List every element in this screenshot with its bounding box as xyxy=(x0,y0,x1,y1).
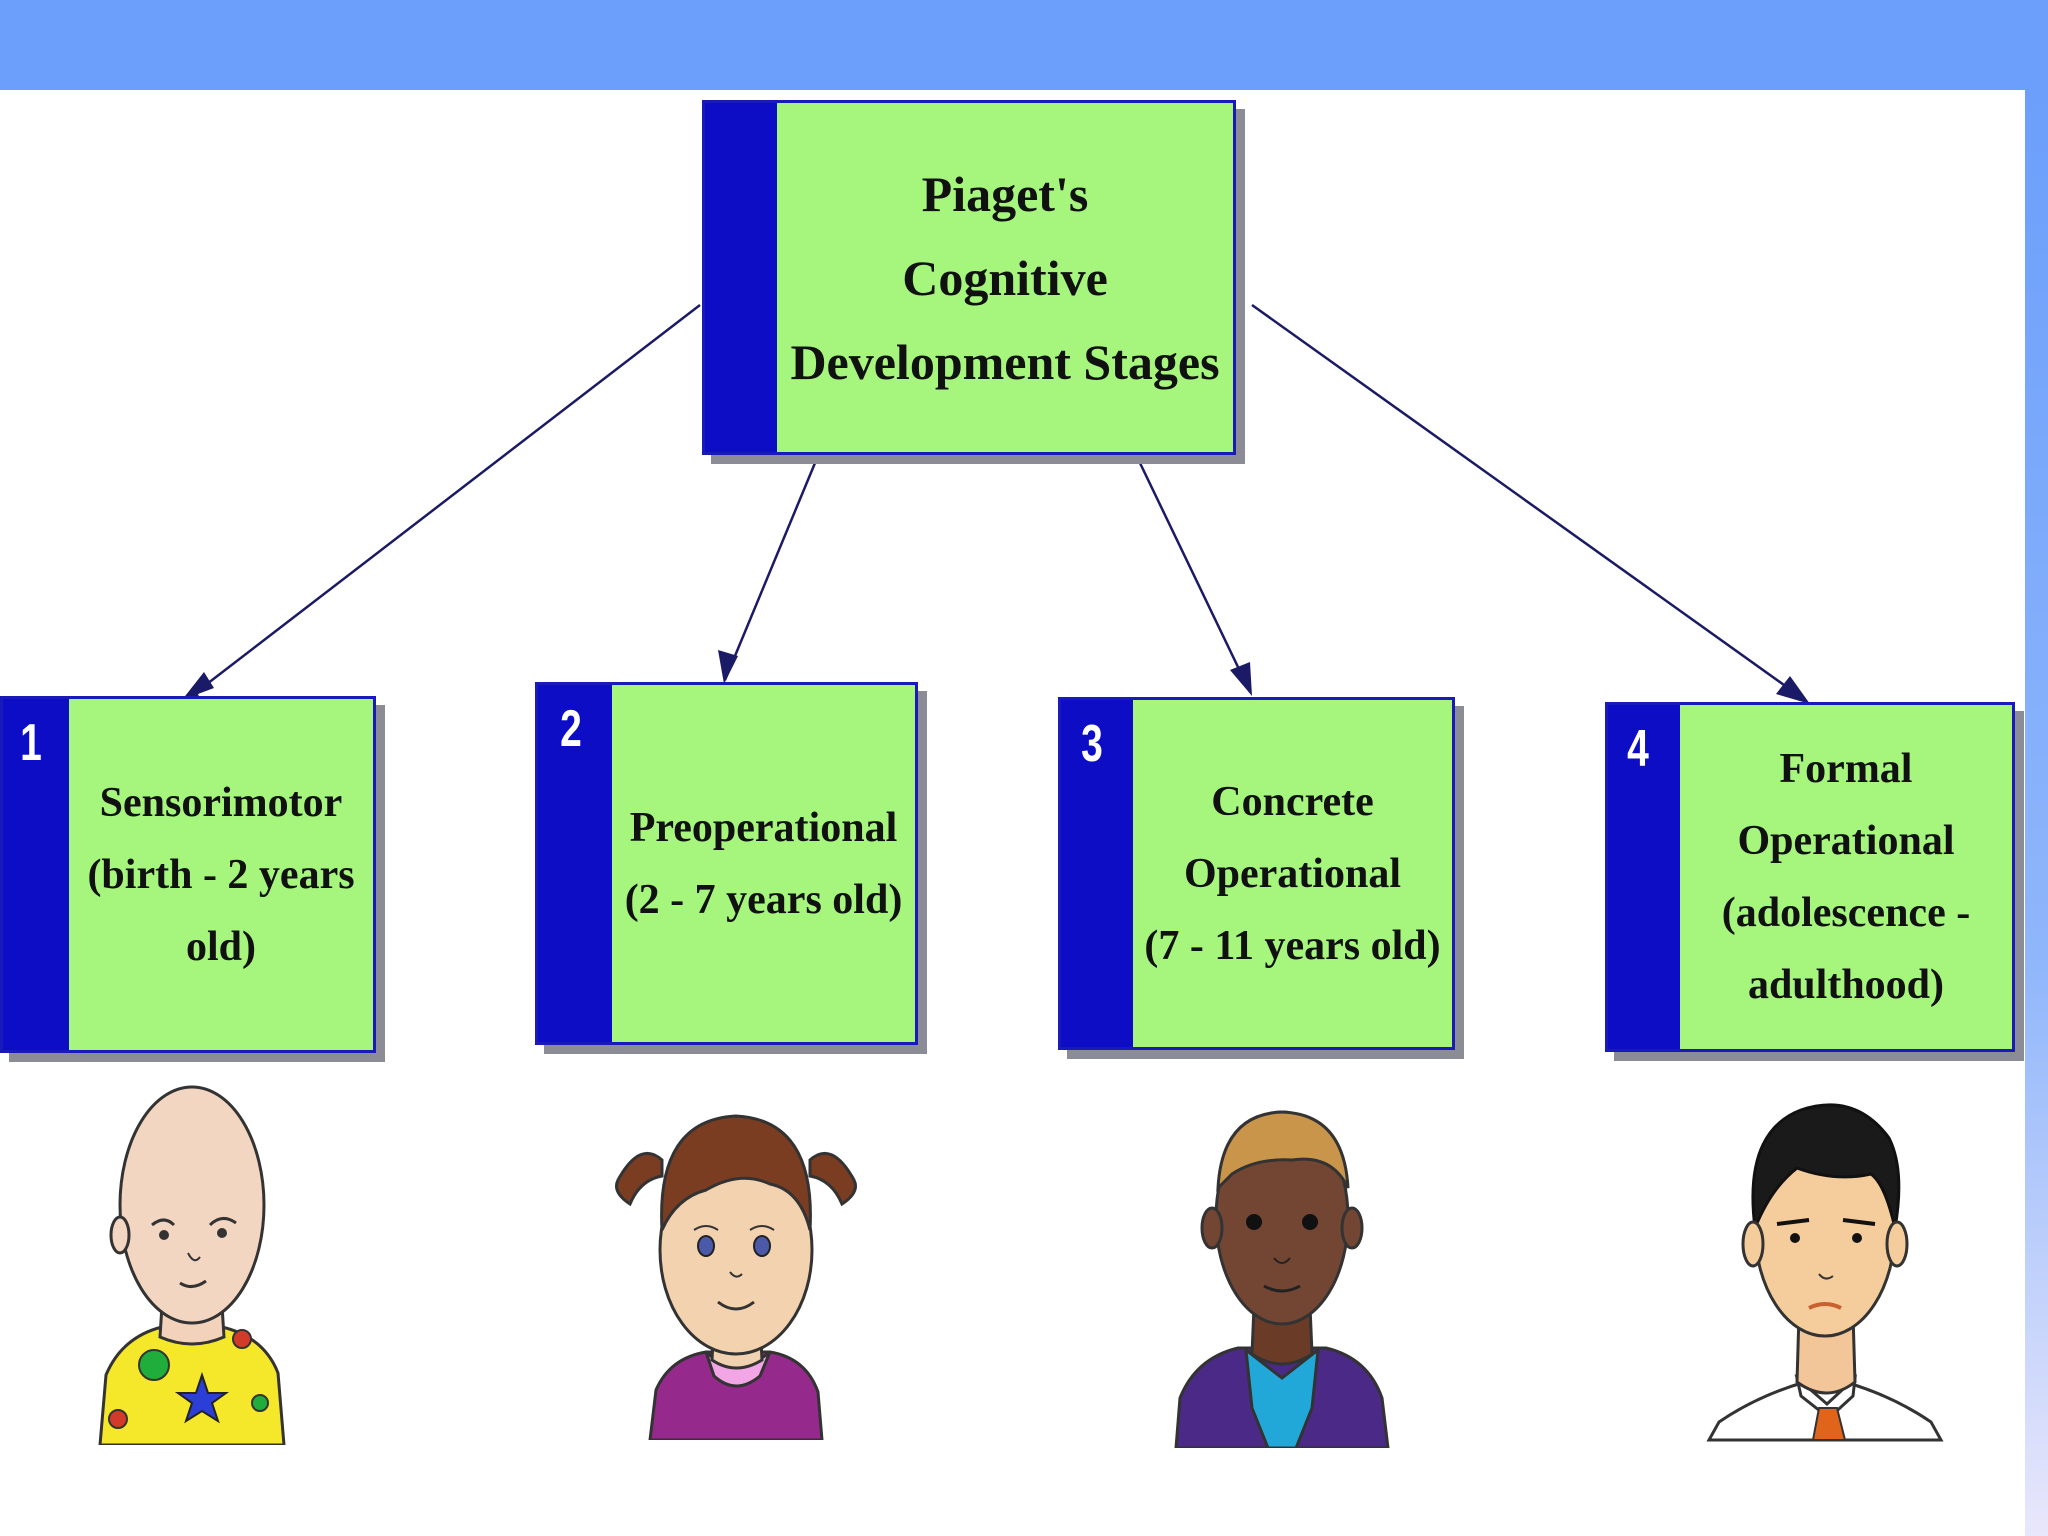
arrowhead-stage-1 xyxy=(182,672,214,700)
stage-number: 2 xyxy=(560,700,582,758)
stage-label-line: adulthood) xyxy=(1747,962,1945,1008)
stage-label-line: (2 - 7 years old) xyxy=(624,876,903,923)
stage-number: 3 xyxy=(1081,715,1103,773)
arrowhead-stage-2 xyxy=(718,650,738,684)
stage-label-line: Formal Operational xyxy=(1737,746,1955,864)
stage-accent-bar xyxy=(3,699,69,1050)
boy-illustration xyxy=(1174,1110,1390,1448)
stage-label: Preoperational (2 - 7 years old) xyxy=(612,685,915,1042)
right-edge-band xyxy=(2025,90,2048,1536)
stage-label-line: Concrete xyxy=(1211,778,1374,825)
root-concept-box: Piaget's Cognitive Development Stages xyxy=(702,100,1236,455)
stage-box-concrete-operational: 3 Concrete Operational (7 - 11 years old… xyxy=(1058,697,1455,1050)
root-title-line: Cognitive xyxy=(902,249,1108,306)
stage-number: 1 xyxy=(20,714,42,772)
stage-accent-bar xyxy=(538,685,612,1042)
root-concept-text: Piaget's Cognitive Development Stages xyxy=(777,103,1233,452)
connector-arrow-stage-3 xyxy=(1138,462,1252,693)
stage-box-preoperational: 2 Preoperational (2 - 7 years old) xyxy=(535,682,918,1045)
connector-arrow-stage-4 xyxy=(1251,303,1806,702)
root-title-line: Piaget's xyxy=(921,165,1089,222)
stage-label: Formal Operational (adolescence - adulth… xyxy=(1680,705,2012,1049)
baby-illustration xyxy=(98,1085,286,1445)
stage-accent-bar xyxy=(1608,705,1680,1049)
stage-box-formal-operational: 4 Formal Operational (adolescence - adul… xyxy=(1605,702,2015,1052)
stage-label: Sensorimotor (birth - 2 years old) xyxy=(69,699,373,1050)
arrowhead-stage-3 xyxy=(1230,662,1252,696)
stage-label-line: (birth - 2 years xyxy=(87,851,355,898)
stage-label-line: old) xyxy=(185,923,256,970)
arrowhead-stage-4 xyxy=(1776,676,1810,704)
root-accent-bar xyxy=(705,103,777,452)
girl-illustration xyxy=(615,1114,857,1440)
connector-arrow-stage-2 xyxy=(723,462,817,681)
stage-label: Concrete Operational (7 - 11 years old) xyxy=(1133,700,1452,1047)
stage-label-line: Operational xyxy=(1184,850,1401,897)
connector-arrow-stage-1 xyxy=(189,304,701,698)
stage-label-line: (adolescence - xyxy=(1721,890,1971,936)
root-title-line: Development Stages xyxy=(790,333,1220,390)
stage-label-line: (7 - 11 years old) xyxy=(1144,922,1441,969)
man-illustration xyxy=(1706,1103,1944,1442)
stage-label-line: Preoperational xyxy=(629,804,898,851)
stage-number: 4 xyxy=(1627,720,1649,778)
stage-label-line: Sensorimotor xyxy=(99,779,343,826)
stage-box-sensorimotor: 1 Sensorimotor (birth - 2 years old) xyxy=(0,696,376,1053)
stage-accent-bar xyxy=(1061,700,1133,1047)
header-band xyxy=(0,0,2048,90)
